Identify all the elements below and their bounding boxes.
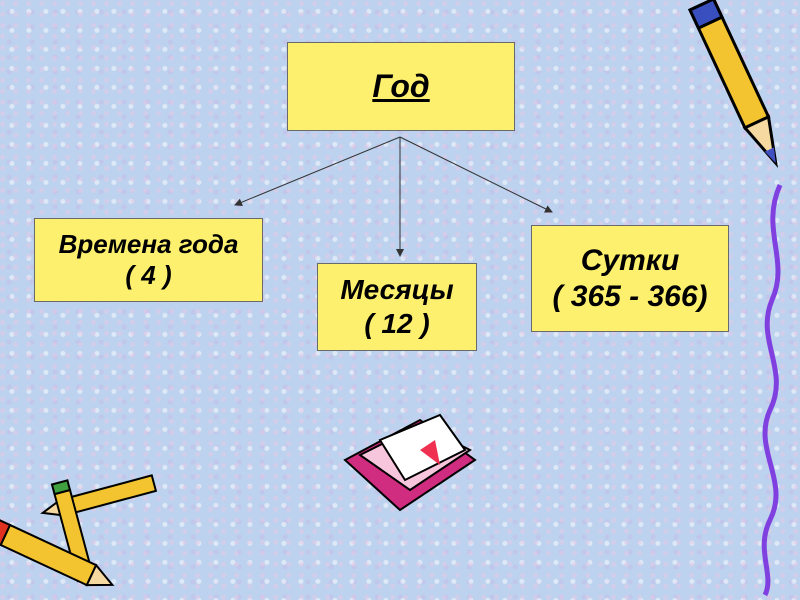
node-count: ( 12 ) — [364, 308, 430, 339]
node-title: Сутки — [580, 243, 680, 277]
node-title: Времена года — [58, 228, 239, 259]
arrow-to-seasons — [234, 136, 401, 207]
root-label: Год — [372, 68, 430, 105]
node-days: Сутки ( 365 - 366) — [531, 225, 729, 332]
node-seasons: Времена года ( 4 ) — [34, 218, 263, 302]
arrow-to-days — [399, 136, 553, 213]
calendar-icon — [343, 413, 477, 512]
root-node-year: Год — [287, 42, 515, 131]
pencils-icon — [0, 474, 158, 587]
squiggle-decoration — [761, 183, 783, 597]
node-count: ( 4 ) — [125, 260, 172, 290]
pencil-icon — [688, 0, 779, 169]
node-months: Месяцы ( 12 ) — [317, 263, 477, 351]
node-count: ( 365 - 366) — [552, 279, 708, 313]
node-title: Месяцы — [340, 274, 454, 306]
